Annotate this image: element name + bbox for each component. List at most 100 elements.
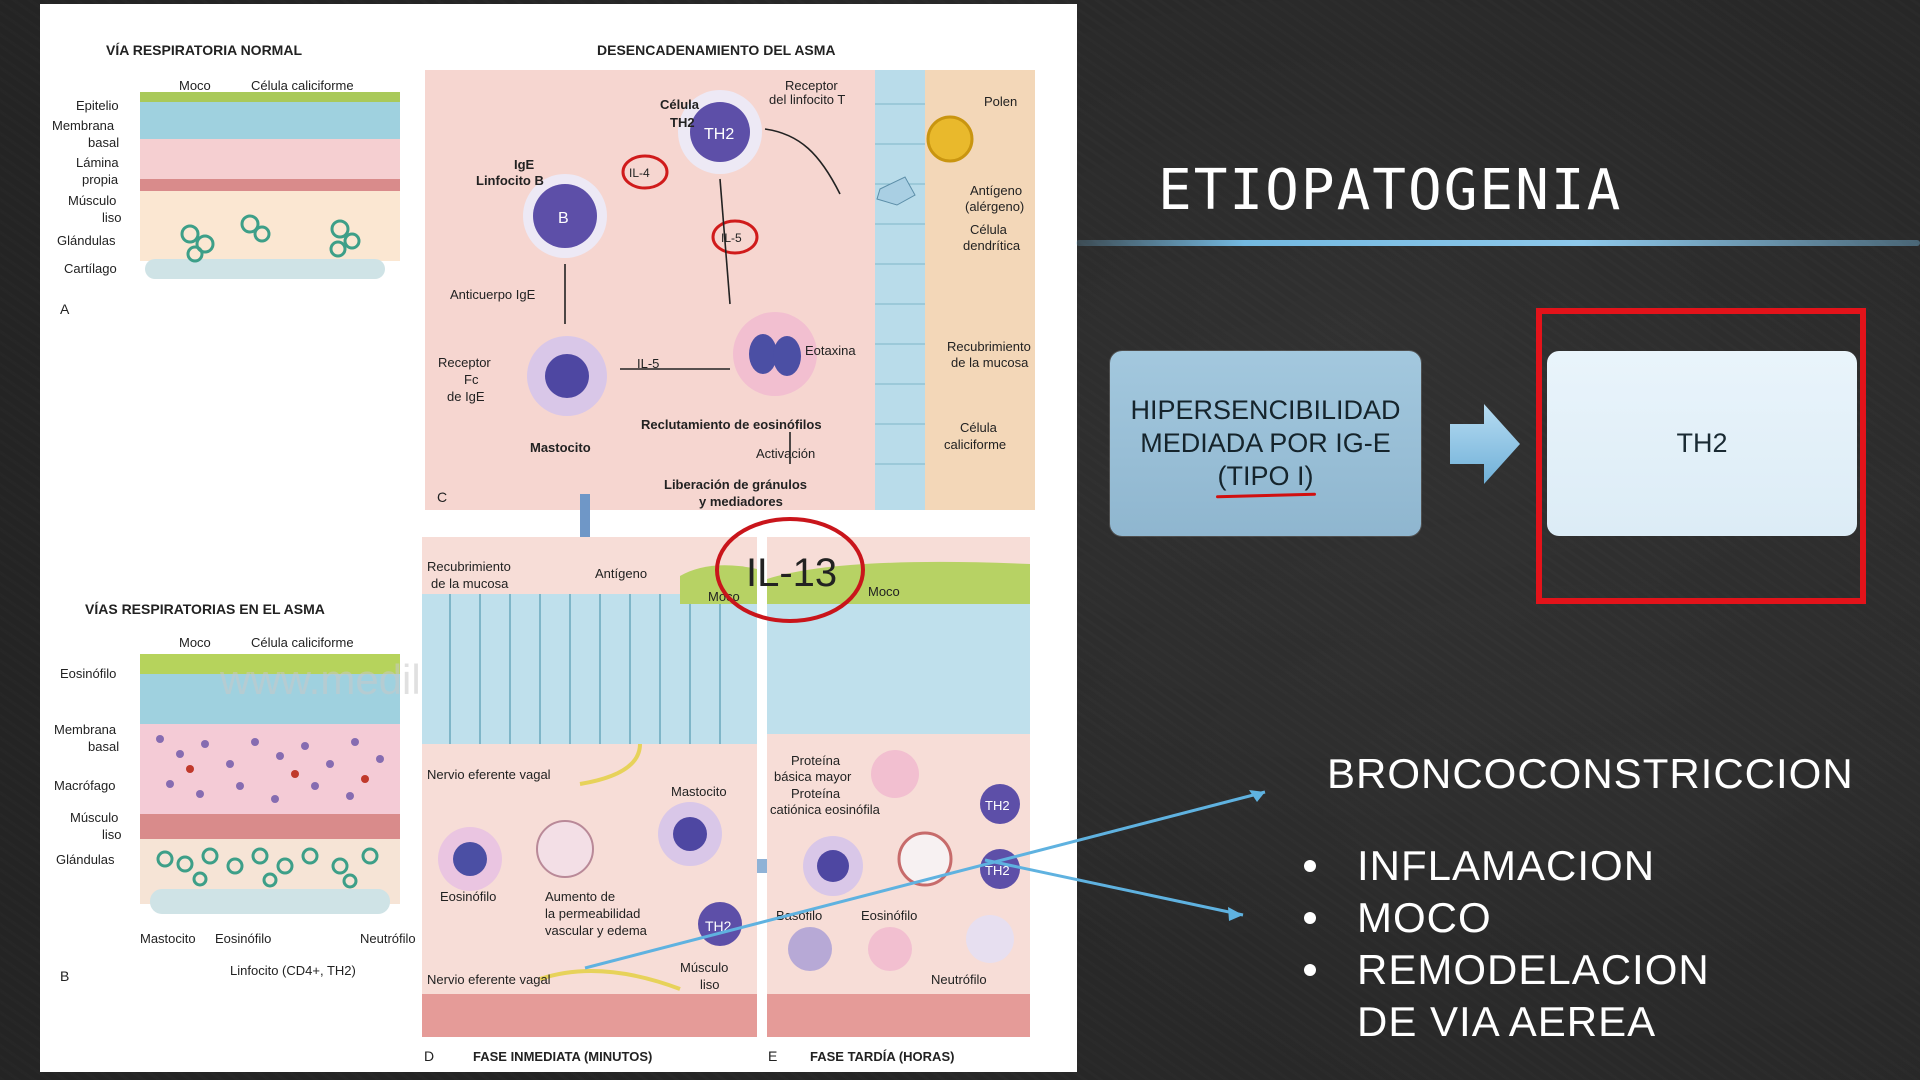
panel-a-label: Cartílago — [64, 261, 117, 276]
panel-e-label: Basófilo — [776, 908, 822, 923]
basophil-nucleus — [817, 850, 849, 882]
list-item: INFLAMACION — [1300, 840, 1697, 892]
dendritic-cell — [876, 176, 916, 206]
panel-a-label: Lámina — [76, 155, 119, 170]
panel-c-label: de IgE — [447, 389, 485, 404]
panel-e-caption: FASE TARDÍA (HORAS) — [810, 1049, 954, 1064]
effects-list: INFLAMACION MOCO REMODELACION DE VIA AER… — [1300, 840, 1709, 1048]
panel-c-label: Célula — [970, 222, 1008, 237]
panel-c-label: IL-5 — [637, 356, 659, 371]
panel-b-label: Linfocito (CD4+, TH2) — [230, 963, 356, 978]
panel-e-mucus — [767, 561, 1030, 604]
panel-c-label: de la mucosa — [951, 355, 1029, 370]
il5-highlight — [711, 219, 759, 255]
th2-cell-label: TH2 — [985, 798, 1010, 813]
flow-arrow-icon — [1450, 404, 1520, 484]
panel-d-label: vascular y edema — [545, 923, 648, 938]
panel-d-label: liso — [700, 977, 720, 992]
panel-c-label: caliciforme — [944, 437, 1006, 452]
slide-title: ETIOPATOGENIA — [1158, 158, 1623, 223]
neutrophil — [966, 915, 1014, 963]
panel-c-label: Polen — [984, 94, 1017, 109]
panel-b-label: Neutrófilo — [360, 931, 416, 946]
panel-c-background — [425, 70, 875, 510]
panel-c-label: Mastocito — [530, 440, 591, 455]
il4-highlight — [621, 154, 669, 190]
panel-d-epithelium — [422, 594, 757, 744]
panel-d-caption: FASE INMEDIATA (MINUTOS) — [473, 1049, 652, 1064]
panel-c-arrows — [564, 128, 841, 464]
panel-c-label: Antígeno — [970, 183, 1022, 198]
panel-d-label: Nervio eferente vagal — [427, 767, 551, 782]
panel-a-letter: A — [60, 301, 70, 317]
panel-b-letter: B — [60, 968, 69, 984]
eosinophil-nucleus — [453, 842, 487, 876]
panel-b-label: Mastocito — [140, 931, 196, 946]
panel-b-epithelium — [140, 674, 400, 724]
title-underline — [1076, 240, 1920, 246]
panel-d-label: Antígeno — [595, 566, 647, 581]
hypersensitivity-box: HIPERSENCIBILIDAD MEDIADA POR IG-E (TIPO… — [1110, 351, 1421, 536]
panel-b-label: Moco — [179, 635, 211, 650]
panel-c-label: IL-5 — [721, 231, 742, 245]
panel-e: TH2 TH2 Moco Proteína básica mayor Prote… — [767, 537, 1030, 1064]
panel-b-mucus — [140, 654, 400, 674]
panel-a-glands — [180, 214, 361, 263]
bullet-icon — [1304, 860, 1316, 872]
panel-d-muscle — [422, 994, 757, 1037]
panel-c-title: DESENCADENAMIENTO DEL ASMA — [597, 42, 836, 58]
panel-b-label: Célula caliciforme — [251, 635, 354, 650]
panel-d-letter: D — [424, 1048, 434, 1064]
panel-b-label: Eosinófilo — [60, 666, 116, 681]
panel-a-lamina — [140, 139, 400, 179]
mast-cell-nucleus — [673, 817, 707, 851]
panel-c-label: (alérgeno) — [965, 199, 1024, 214]
panel-d-epithelial-cells — [449, 594, 721, 744]
pollen-grain — [926, 115, 974, 163]
panel-b-label: Músculo — [70, 810, 118, 825]
panel-c-label: IL-4 — [629, 166, 650, 180]
panel-e-label: básica mayor — [774, 769, 852, 784]
panel-a-label: basal — [88, 135, 119, 150]
blood-vessel — [536, 820, 594, 878]
th2-cell-label: TH2 — [705, 918, 732, 934]
panel-b-label: liso — [102, 827, 122, 842]
eosinophil — [871, 750, 919, 798]
panel-c-label: Receptor — [438, 355, 491, 370]
panel-e-epithelium — [767, 594, 1030, 734]
list-item: MOCO — [1300, 892, 1697, 944]
panel-b-inflammatory-cells — [156, 735, 384, 803]
th2-cell-label: TH2 — [704, 126, 734, 143]
asthma-pathogenesis-figure: VÍA RESPIRATORIA NORMAL Moco Célula cali… — [40, 4, 1077, 1072]
panel-a-label: Membrana — [52, 118, 115, 133]
panel-d-label: Aumento de — [545, 889, 615, 904]
hypersensitivity-line: HIPERSENCIBILIDAD — [1130, 395, 1401, 425]
panel-e-label: Neutrófilo — [931, 972, 987, 987]
panel-c-label: Anticuerpo IgE — [450, 287, 536, 302]
panel-c-epithelial-cells — [875, 103, 925, 465]
panel-c-label: Recubrimiento — [947, 339, 1031, 354]
panel-c-label: Activación — [756, 446, 815, 461]
panel-c-letter: C — [437, 489, 447, 505]
blood-vessel — [897, 831, 953, 887]
panel-b-label: Glándulas — [56, 852, 115, 867]
th2-box-label: TH2 — [1676, 428, 1728, 458]
panel-c-label: Eotaxina — [805, 343, 856, 358]
vagal-nerve-upper — [579, 743, 642, 786]
hypersensitivity-line: MEDIADA POR IG-E — [1140, 428, 1391, 458]
panel-a-label: Músculo — [68, 193, 116, 208]
panel-b-glands — [156, 847, 379, 889]
bronchoconstriction-heading: BRONCOCONSTRICCION — [1327, 750, 1854, 797]
panel-c-label: Célula — [660, 97, 700, 112]
panel-a-muscle — [140, 179, 400, 191]
panel-c-label: Liberación de gránulos — [664, 477, 807, 492]
panel-b-label: basal — [88, 739, 119, 754]
panel-c-label: dendrítica — [963, 238, 1021, 253]
panel-c-label: Reclutamiento de eosinófilos — [641, 417, 822, 432]
panel-b-label: Membrana — [54, 722, 117, 737]
th2-box: TH2 — [1547, 351, 1857, 536]
panel-b-label: Eosinófilo — [215, 931, 271, 946]
panel-c-mucosa — [875, 70, 925, 510]
hypersensitivity-type: (TIPO I) — [1217, 461, 1314, 491]
panel-c-label: IgE — [514, 157, 535, 172]
